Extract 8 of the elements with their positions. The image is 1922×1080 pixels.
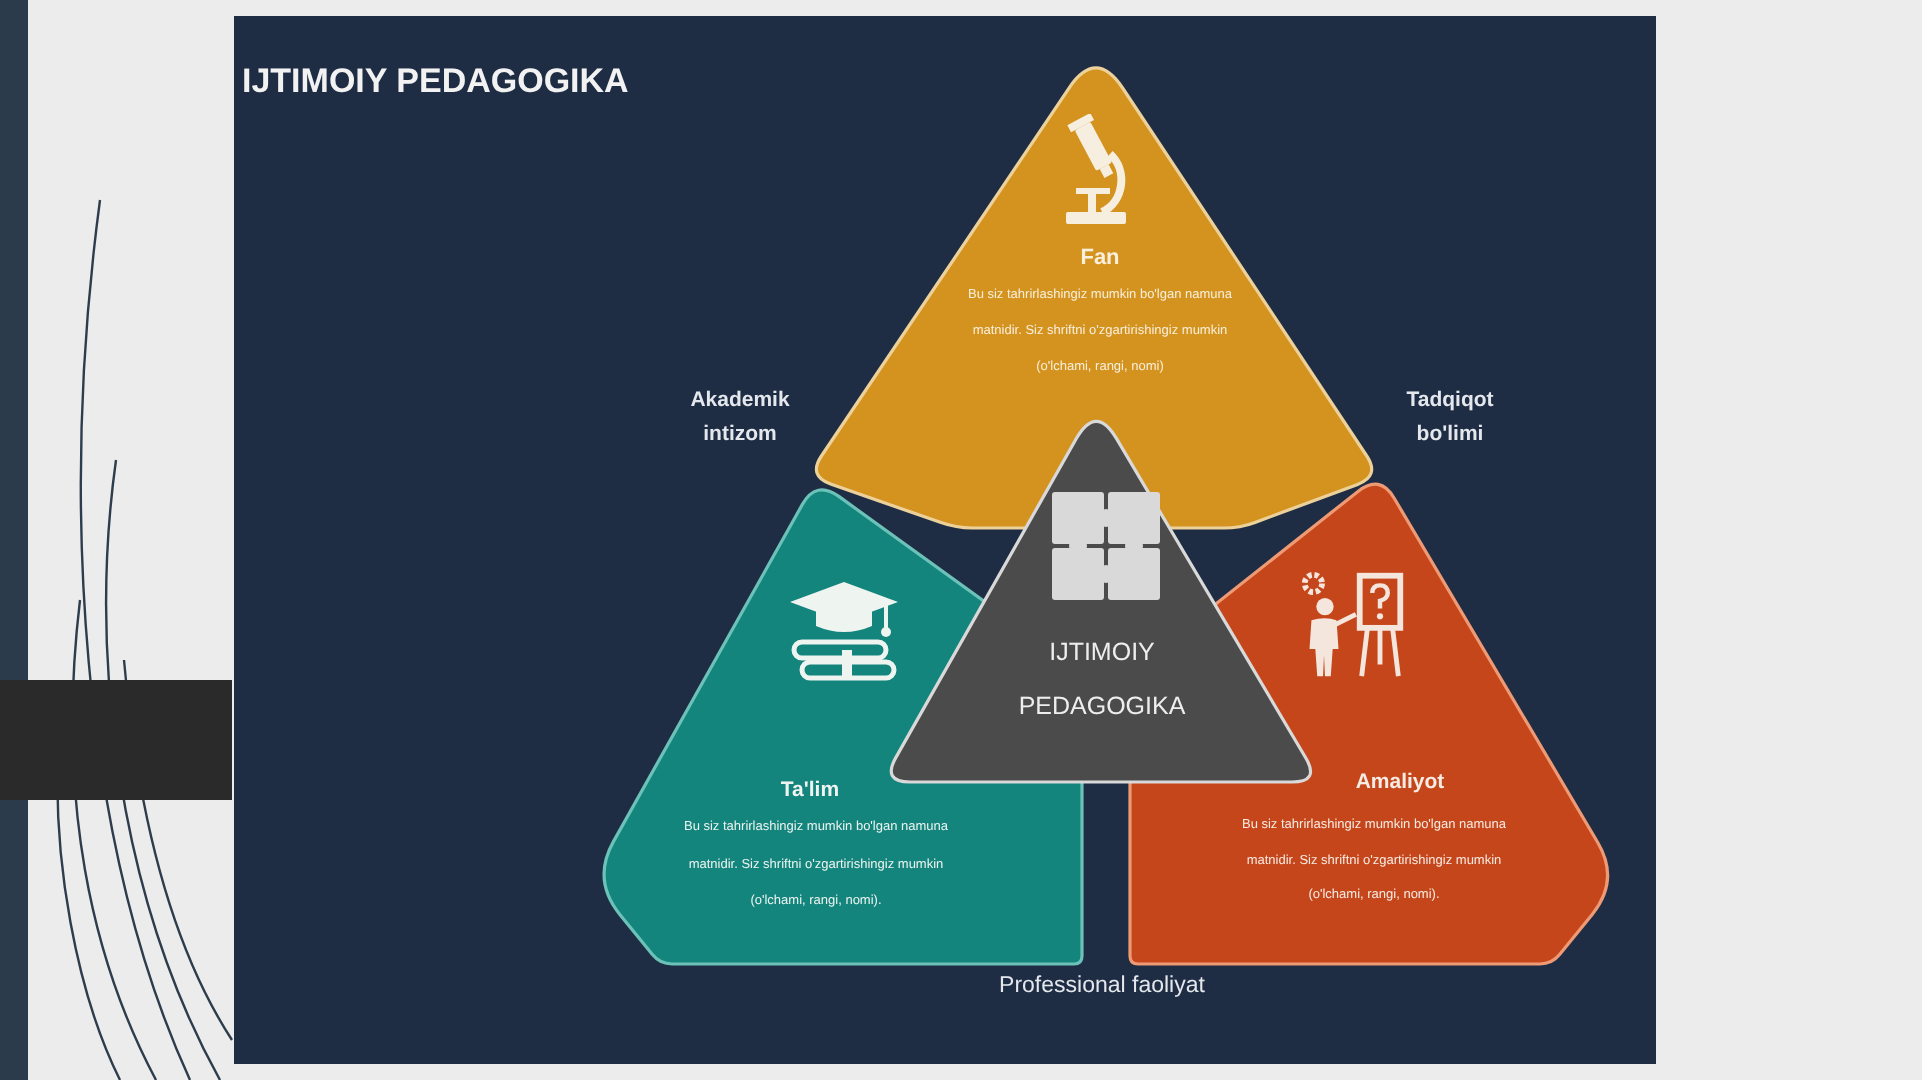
relation-label: Tadqiqot bo'limi [1406,386,1494,450]
relation-label: Akademik intizom [690,386,790,450]
section-heading: Fan [1080,244,1120,274]
center-title: IJTIMOIY PEDAGOGIKA [1018,636,1186,724]
section-heading: Ta'lim [780,776,840,806]
section-heading: Amaliyot [1355,768,1445,798]
relation-label: Professional faoliyat [999,972,1205,1002]
slide-title: IJTIMOIY PEDAGOGIKA [242,62,629,102]
